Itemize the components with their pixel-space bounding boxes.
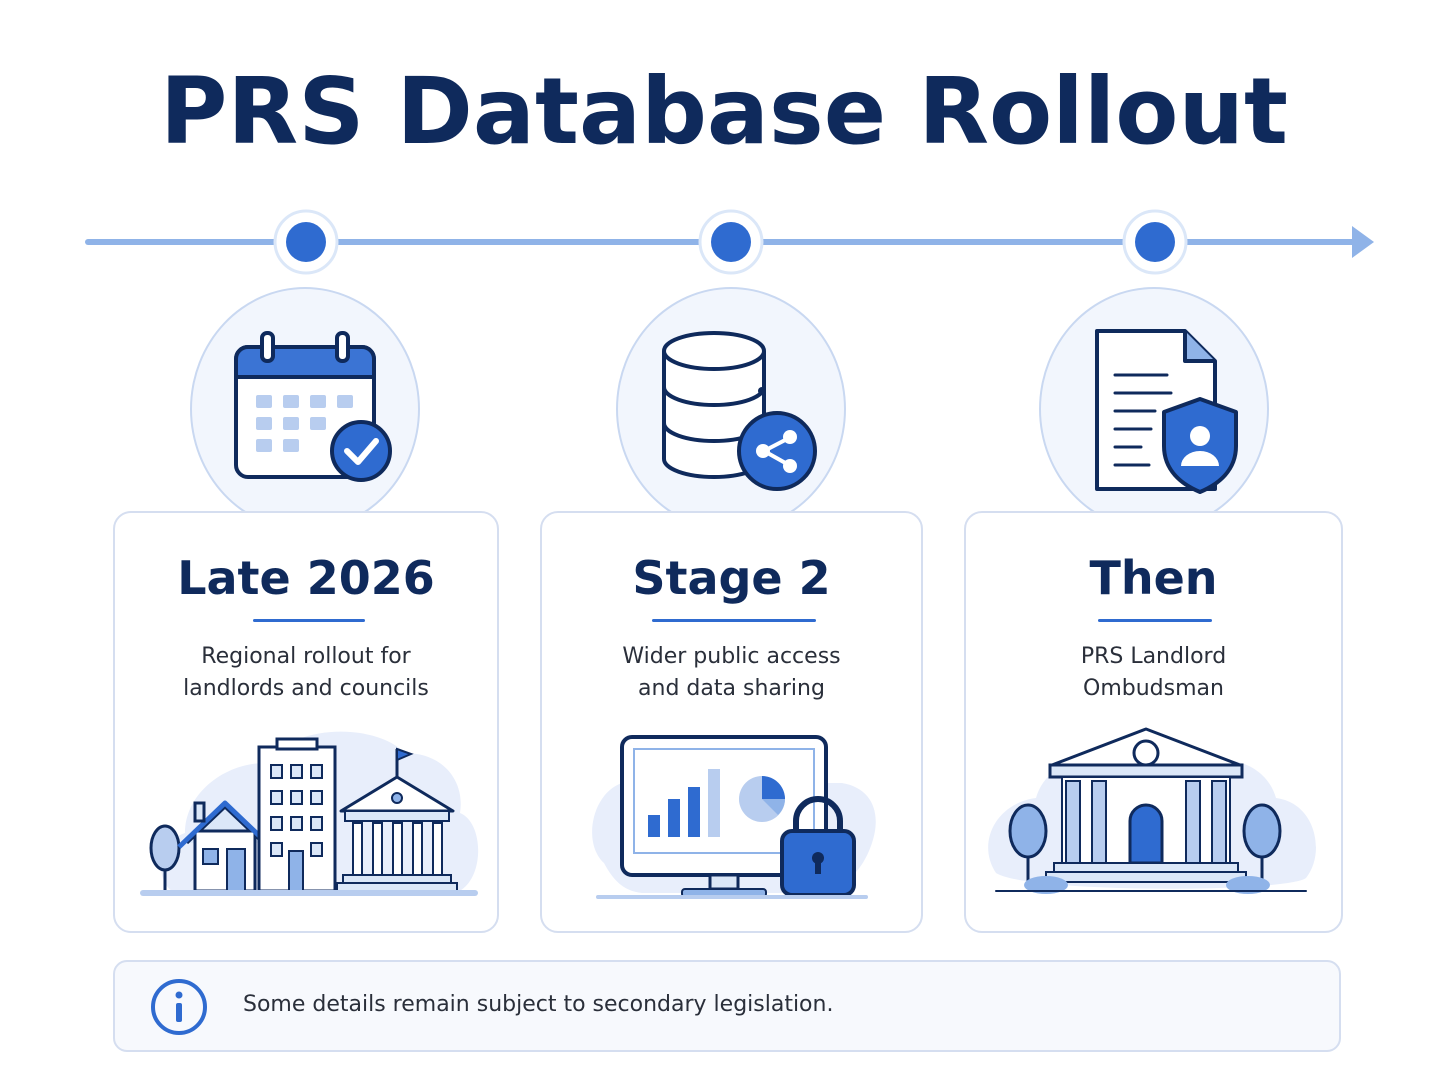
note-text: Some details remain subject to secondary… [243,992,834,1017]
stage-card-2: Stage 2 Wider public access and data sha… [540,511,923,933]
page-title: PRS Database Rollout [160,58,1288,165]
timeline-node-2 [698,209,764,275]
monitor-chart-lock-illustration [592,735,876,899]
stage-2-description: Wider public access and data sharing [622,644,841,701]
stage-3-title: Then [1089,551,1218,605]
stage-2-divider [652,619,816,622]
document-shield-icon [1095,329,1238,494]
stage-1-icon-circle [190,287,420,531]
stage-3-icon-circle [1039,287,1269,531]
stage-1-divider [253,619,365,622]
calendar-check-icon [234,331,392,482]
stage-1-description: Regional rollout for landlords and counc… [183,644,429,701]
town-buildings-illustration [140,731,479,896]
timeline-node-1 [273,209,339,275]
courthouse-illustration [988,727,1316,894]
stage-card-3: Then PRS Landlord Ombudsman [964,511,1343,933]
timeline [85,209,1374,275]
info-icon [151,979,207,1035]
stage-2-title: Stage 2 [632,551,831,605]
stage-card-1: Late 2026 Regional rollout for landlords… [113,511,499,933]
database-share-icon [662,331,817,491]
stage-3-divider [1098,619,1212,622]
note-banner: Some details remain subject to secondary… [113,960,1341,1052]
timeline-arrow-icon [1352,226,1374,258]
stage-3-description: PRS Landlord Ombudsman [1080,644,1227,701]
timeline-node-3 [1122,209,1188,275]
stage-1-title: Late 2026 [177,551,435,605]
stage-2-icon-circle [616,287,846,531]
